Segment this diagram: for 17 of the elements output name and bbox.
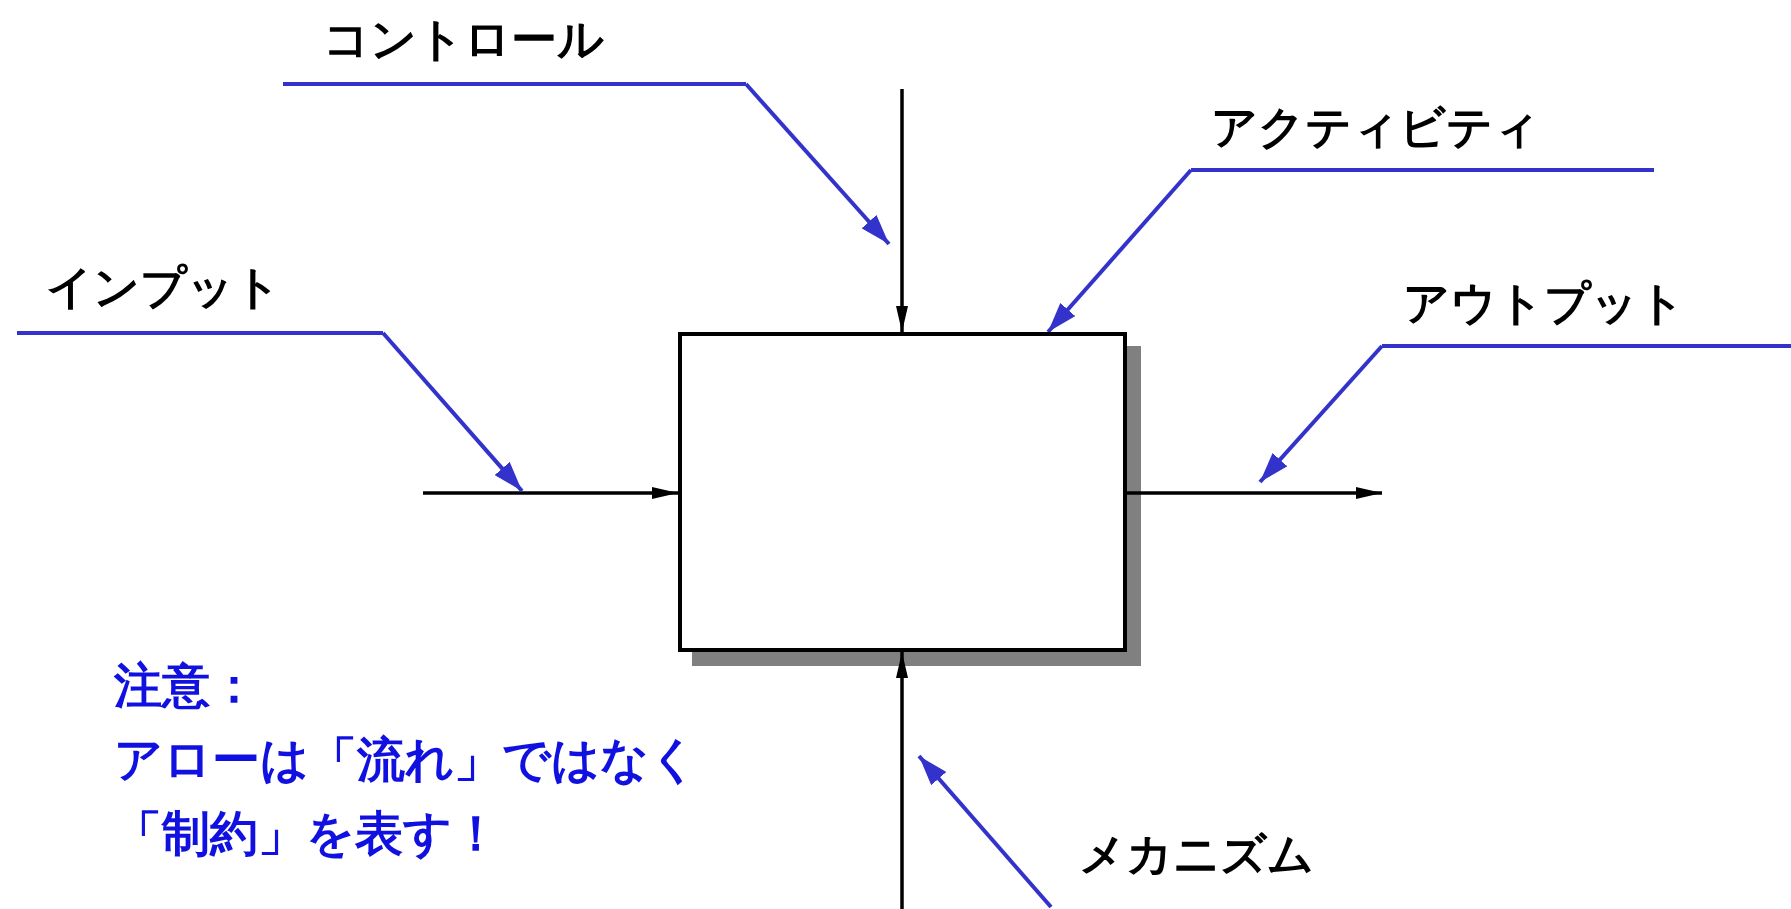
callout-label: メカニズム <box>1051 828 1351 909</box>
leader-line <box>744 82 891 246</box>
callout-label: アウトプット <box>1382 276 1791 348</box>
leader-line <box>917 754 1053 909</box>
activity-box <box>678 332 1127 652</box>
note-text: アローは「流れ」ではなく「制約」を表す！ <box>114 730 699 863</box>
note-heading: 注意： <box>114 656 258 715</box>
arrow <box>1127 487 1382 499</box>
arrow <box>423 487 678 499</box>
leader-line <box>1258 344 1384 484</box>
callout-label: コントロール <box>283 12 746 86</box>
arrow <box>896 652 908 909</box>
arrow <box>896 89 908 332</box>
callout-label: インプット <box>17 260 383 335</box>
leader-line <box>381 331 524 493</box>
callout-label: アクティビティ <box>1191 100 1654 172</box>
leader-line <box>1046 168 1193 334</box>
